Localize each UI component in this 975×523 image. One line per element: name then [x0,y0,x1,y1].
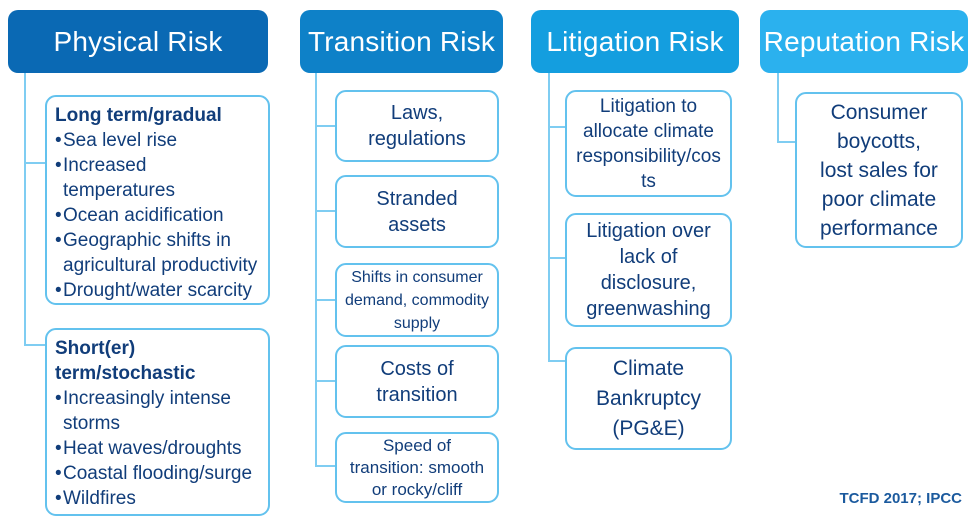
connector-line [315,73,317,467]
box-litigation-lack-of-disclosure: Litigation over lack of disclosure, gree… [565,213,732,327]
connector-line [548,126,566,128]
box-text: Laws, regulations [368,102,466,150]
box-text: Speed of transition: smooth or rocky/cli… [349,435,485,499]
box-text: Shifts in consumer demand, commodity sup… [344,268,490,332]
connector-line [548,360,566,362]
box-shorter-term-stochastic: Short(er) term/stochastic Increasingly i… [45,328,270,516]
header-label: Reputation Risk [763,25,965,57]
connector-line [777,73,779,143]
bullet-item: Heat waves/droughts [55,436,260,461]
box-title: Short(er) term/stochastic [55,338,196,384]
box-litigation-allocate-responsibility: Litigation to allocate climate responsib… [565,90,732,197]
bullet-item: Sea level rise [55,128,260,153]
connector-line [24,162,46,164]
box-text: Litigation over lack of disclosure, gree… [586,220,711,320]
box-text: Consumer boycotts, lost sales for poor c… [820,100,938,240]
box-climate-bankruptcy: Climate Bankruptcy (PG&E) [565,347,732,450]
box-speed-of-transition: Speed of transition: smooth or rocky/cli… [335,432,499,503]
bullet-item: Wildfires [55,486,260,511]
box-title: Long term/gradual [55,105,222,126]
connector-line [777,141,796,143]
column-header-reputation-risk: Reputation Risk [760,10,968,73]
box-text: Stranded assets [376,187,458,236]
box-shifts-consumer-demand: Shifts in consumer demand, commodity sup… [335,263,499,337]
bullet-list: Increasingly intense storms Heat waves/d… [55,386,260,511]
bullet-item: Increased temperatures [55,153,260,203]
connector-line [315,299,336,301]
box-text: Costs of transition [376,357,458,406]
bullet-item: Increasingly intense storms [55,386,260,436]
box-long-term-gradual: Long term/gradual Sea level rise Increas… [45,95,270,305]
bullet-item: Geographic shifts in agricultural produc… [55,228,260,278]
bullet-item: Ocean acidification [55,203,260,228]
column-header-physical-risk: Physical Risk [8,10,268,73]
connector-line [315,210,336,212]
source-citation: TCFD 2017; IPCC [839,490,962,507]
connector-line [315,125,336,127]
column-header-transition-risk: Transition Risk [300,10,503,73]
box-consumer-boycotts: Consumer boycotts, lost sales for poor c… [795,92,963,248]
box-text: Litigation to allocate climate responsib… [576,95,721,192]
column-header-litigation-risk: Litigation Risk [531,10,739,73]
box-laws-regulations: Laws, regulations [335,90,499,162]
connector-line [315,465,336,467]
box-text: Climate Bankruptcy (PG&E) [595,356,702,440]
connector-line [315,380,336,382]
bullet-item: Coastal flooding/surge [55,461,260,486]
connector-line [24,73,26,346]
connector-line [548,257,566,259]
header-label: Litigation Risk [546,25,724,57]
box-costs-of-transition: Costs of transition [335,345,499,418]
connector-line [24,344,46,346]
bullet-list: Sea level rise Increased temperatures Oc… [55,128,260,303]
box-stranded-assets: Stranded assets [335,175,499,248]
header-label: Transition Risk [307,25,496,57]
connector-line [548,73,550,362]
bullet-item: Drought/water scarcity [55,278,260,303]
header-label: Physical Risk [53,25,223,57]
